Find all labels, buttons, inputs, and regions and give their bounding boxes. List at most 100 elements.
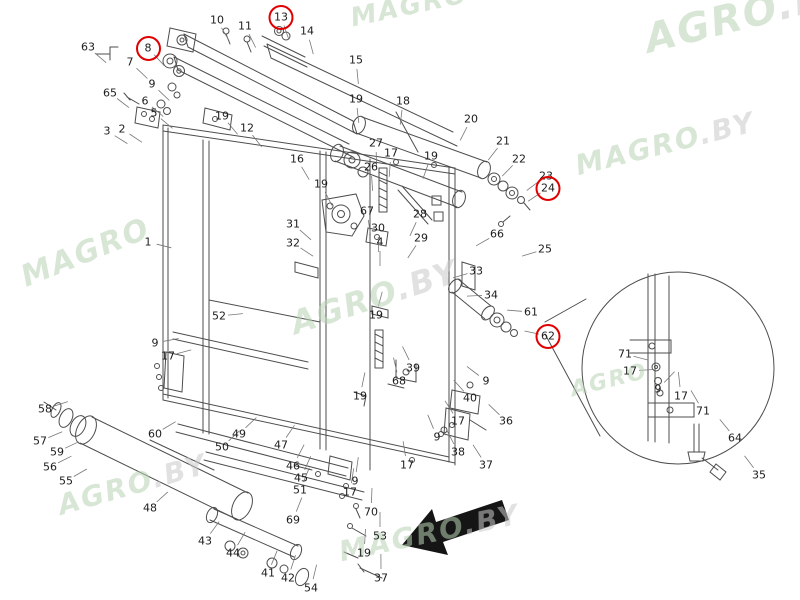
part-label-3: 3	[103, 124, 111, 138]
part-label-28: 28	[413, 207, 427, 221]
part-label-17: 17	[161, 349, 175, 363]
part-label-32: 32	[286, 236, 300, 250]
detail-view	[544, 271, 775, 481]
part-label-22: 22	[512, 152, 526, 166]
part-label-26: 26	[364, 160, 378, 174]
part-label-49: 49	[232, 427, 246, 441]
part-label-9: 9	[151, 336, 159, 350]
part-label-10: 10	[210, 13, 224, 27]
part-label-9: 9	[654, 382, 662, 396]
part-label-25: 25	[538, 242, 552, 256]
part-label-41: 41	[261, 566, 275, 580]
part-label-38: 38	[451, 445, 465, 459]
part-label-65: 65	[103, 86, 117, 100]
part-label-13-highlighted: 13	[274, 10, 288, 24]
part-label-19: 19	[369, 308, 383, 322]
part-label-55: 55	[59, 474, 73, 488]
part-label-34: 34	[484, 288, 498, 302]
part-label-54: 54	[304, 581, 318, 595]
part-label-31: 31	[286, 217, 300, 231]
part-label-44: 44	[226, 546, 240, 560]
bottom-roller	[43, 401, 253, 521]
part-label-66: 66	[490, 227, 504, 241]
part-label-50: 50	[215, 440, 229, 454]
part-label-67: 67	[360, 204, 374, 218]
part-label-36: 36	[499, 414, 513, 428]
part-label-2: 2	[118, 122, 126, 136]
mid-roller	[448, 261, 518, 337]
part-label-19: 19	[424, 149, 438, 163]
part-label-24-highlighted: 24	[541, 181, 555, 195]
part-label-43: 43	[198, 534, 212, 548]
part-label-17: 17	[623, 364, 637, 378]
part-label-9: 9	[148, 77, 156, 91]
lower-center-hardware	[353, 329, 487, 463]
part-label-18: 18	[396, 94, 410, 108]
part-label-19: 19	[349, 92, 363, 106]
part-label-56: 56	[43, 460, 57, 474]
part-label-9: 9	[351, 474, 359, 488]
part-label-39: 39	[406, 361, 420, 375]
part-label-9: 9	[482, 374, 490, 388]
part-label-37: 37	[479, 458, 493, 472]
part-label-29: 29	[414, 231, 428, 245]
part-label-59: 59	[50, 445, 64, 459]
part-label-15: 15	[349, 53, 363, 67]
top-right-rollers	[330, 111, 531, 227]
part-label-42: 42	[281, 571, 295, 585]
part-label-11: 11	[238, 19, 252, 33]
part-label-35: 35	[752, 468, 766, 482]
part-label-19: 19	[314, 177, 328, 191]
part-label-17: 17	[384, 146, 398, 160]
part-label-27: 27	[369, 136, 383, 150]
part-label-17: 17	[343, 485, 357, 499]
part-label-17: 17	[674, 389, 688, 403]
part-label-6: 6	[141, 94, 149, 108]
part-label-1: 1	[144, 235, 152, 249]
part-label-8-highlighted: 8	[144, 41, 152, 55]
part-label-57: 57	[33, 434, 47, 448]
part-label-20: 20	[464, 112, 478, 126]
part-label-61: 61	[524, 305, 538, 319]
part-label-70: 70	[364, 505, 378, 519]
part-label-46: 46	[286, 459, 300, 473]
part-label-14: 14	[300, 24, 314, 38]
main-frame	[162, 124, 456, 471]
part-label-71: 71	[696, 404, 710, 418]
part-label-19: 19	[215, 109, 229, 123]
part-label-48: 48	[143, 501, 157, 515]
part-label-45: 45	[294, 471, 308, 485]
part-label-17: 17	[451, 414, 465, 428]
part-label-53: 53	[373, 529, 387, 543]
part-label-47: 47	[274, 438, 288, 452]
part-label-40: 40	[463, 391, 477, 405]
part-label-30: 30	[371, 221, 385, 235]
part-label-21: 21	[496, 134, 510, 148]
left-rail	[154, 331, 309, 393]
part-label-19: 19	[357, 546, 371, 560]
part-label-71: 71	[618, 347, 632, 361]
part-label-7: 7	[126, 55, 134, 69]
part-label-16: 16	[290, 152, 304, 166]
part-label-9: 9	[433, 430, 441, 444]
part-label-64: 64	[728, 431, 742, 445]
part-label-17: 17	[400, 458, 414, 472]
part-label-62-highlighted: 62	[541, 329, 555, 343]
part-label-33: 33	[469, 264, 483, 278]
bottom-rails	[175, 423, 365, 501]
leader-lines	[48, 25, 754, 580]
part-label-12: 12	[240, 121, 254, 135]
part-label-58: 58	[38, 402, 52, 416]
part-label-37: 37	[374, 571, 388, 585]
direction-arrow	[402, 500, 509, 555]
part-label-63: 63	[81, 40, 95, 54]
part-label-60: 60	[148, 427, 162, 441]
part-label-4: 4	[376, 235, 384, 249]
part-label-69: 69	[286, 513, 300, 527]
part-label-52: 52	[212, 309, 226, 323]
part-label-19: 19	[353, 389, 367, 403]
small-roller	[205, 483, 383, 587]
